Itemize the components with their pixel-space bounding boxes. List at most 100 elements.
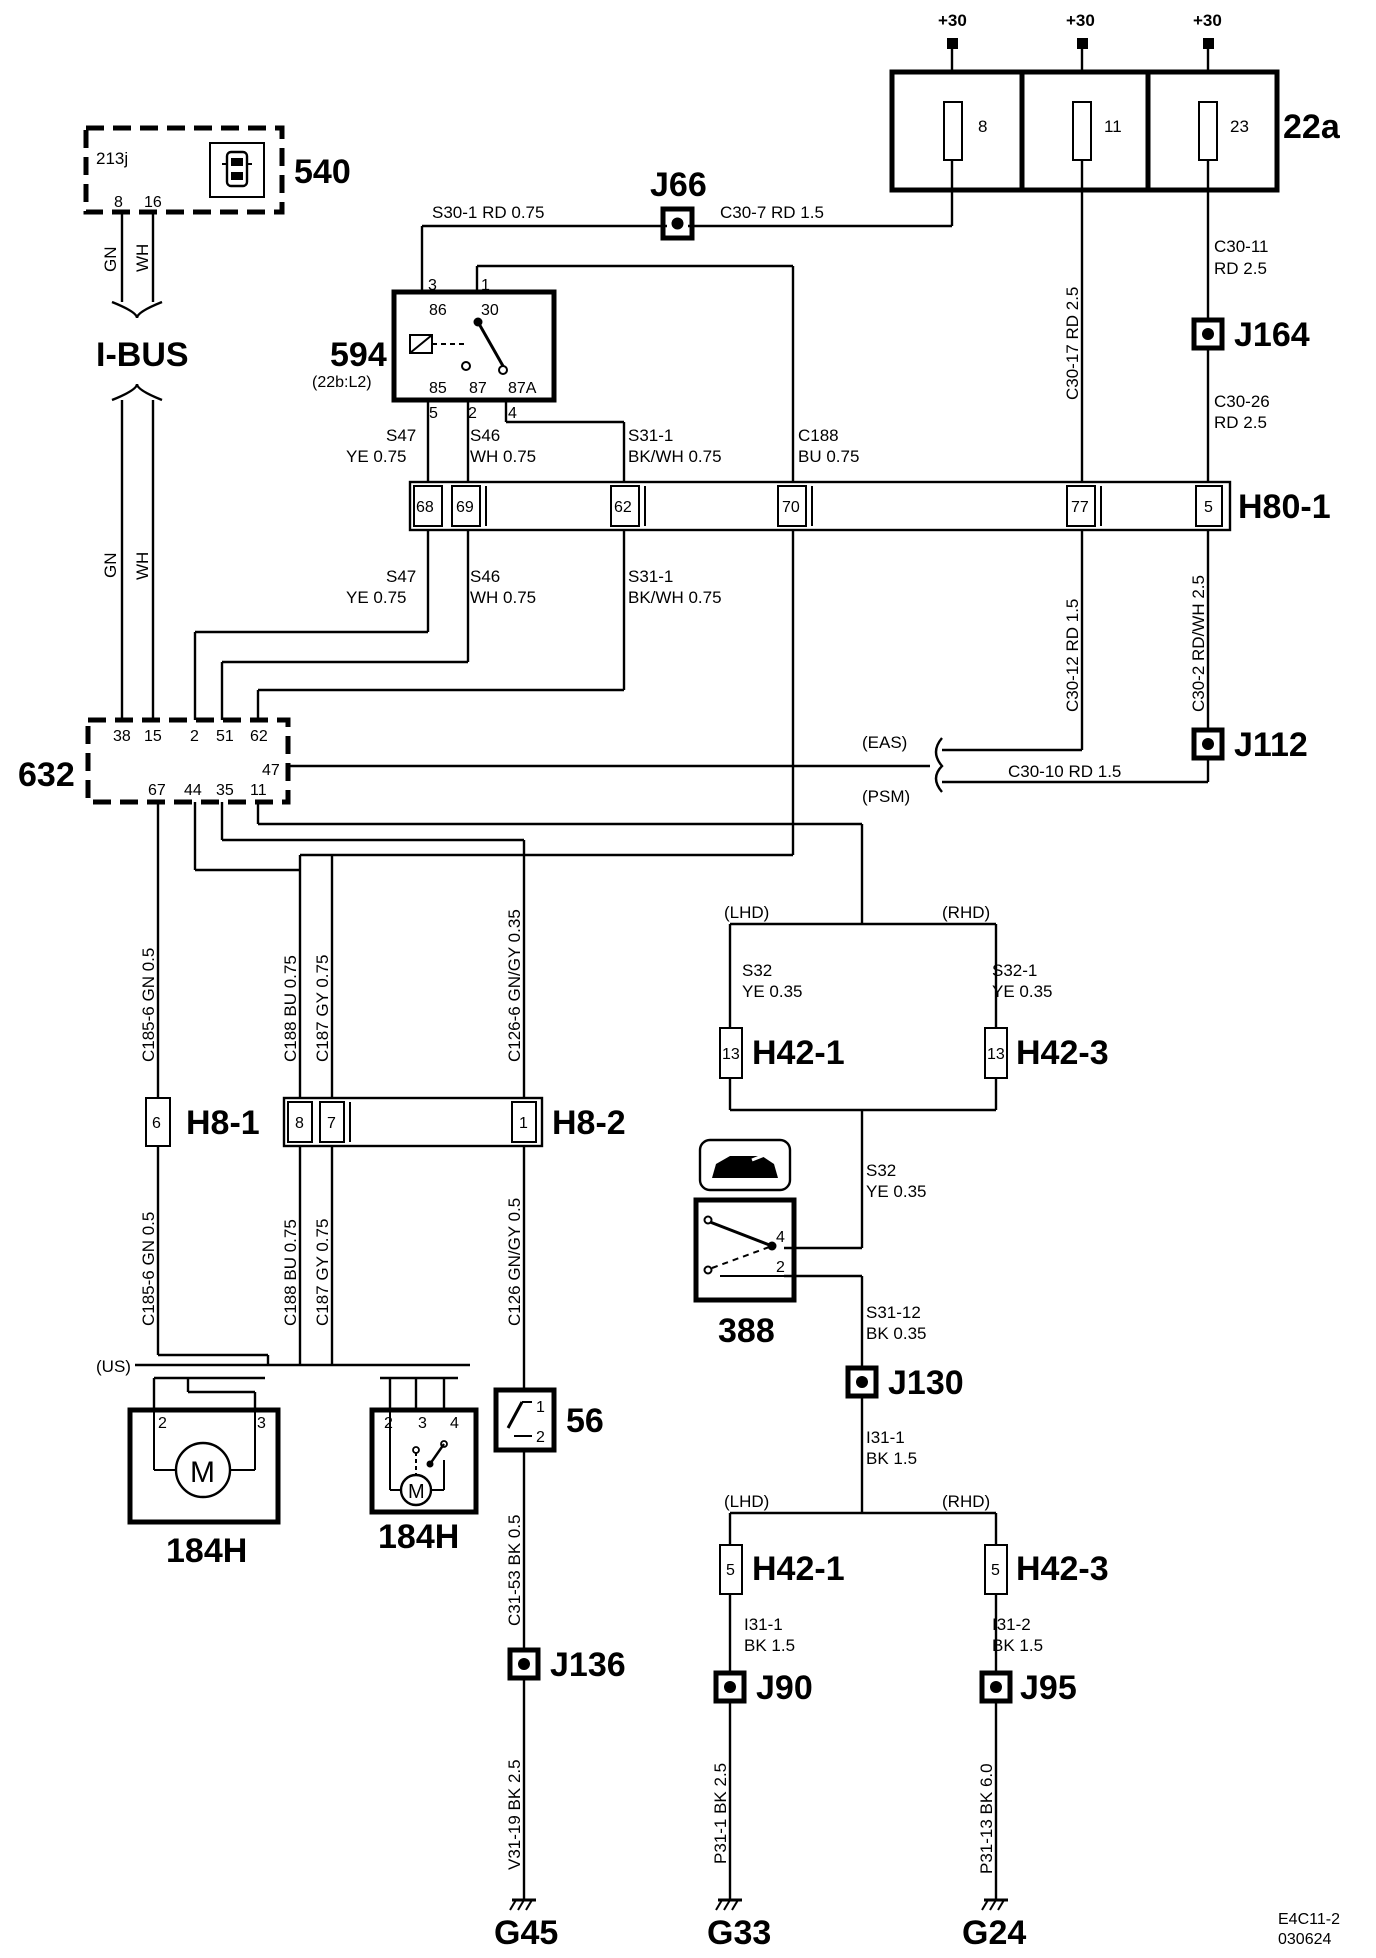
- control-module-632: [85, 717, 291, 805]
- pin-label: 3: [418, 1415, 427, 1432]
- wire-label: S47: [386, 567, 416, 586]
- wire-label: S31-12: [866, 1303, 921, 1322]
- wire-label: WH: [133, 244, 152, 272]
- pin-label: 5: [1204, 499, 1213, 516]
- wire-label: C188 BU 0.75: [281, 1219, 300, 1326]
- wire-label: S32: [742, 961, 772, 980]
- pin-label: 13: [987, 1046, 1005, 1063]
- pin-label: 4: [776, 1229, 785, 1246]
- component-label: J66: [650, 166, 707, 204]
- junction-j136: [507, 1647, 541, 1681]
- wire-label: P31-1 BK 2.5: [711, 1763, 730, 1864]
- component-label: 184H: [378, 1518, 459, 1556]
- wire-label: C126-6 GN/GY 0.35: [505, 909, 524, 1062]
- component-label: H42-3: [1016, 1034, 1109, 1072]
- pin-label: 5: [429, 405, 438, 422]
- pin-label: 13: [722, 1046, 740, 1063]
- junction-j130: [845, 1365, 879, 1399]
- connector-h42-3-upper: [984, 1027, 1008, 1079]
- ground-icon: [509, 1898, 536, 1911]
- component-label: H42-1: [752, 1034, 845, 1072]
- component-label: H42-3: [1016, 1550, 1109, 1588]
- car-body-icon: [698, 1138, 792, 1192]
- wire-label: C187 GY 0.75: [313, 955, 332, 1062]
- supply-label-b: +30: [1066, 11, 1095, 30]
- wire-label: C30-12 RD 1.5: [1063, 599, 1082, 712]
- pin-label: 67: [148, 782, 166, 799]
- connector-h8-1: [145, 1097, 171, 1147]
- wire-label: I31-1: [744, 1615, 783, 1634]
- connector-h8-2: [282, 1096, 544, 1148]
- wire-label: V31-19 BK 2.5: [505, 1759, 524, 1870]
- component-label: J136: [550, 1646, 626, 1684]
- wire-label: YE 0.75: [346, 447, 407, 466]
- component-label: J95: [1020, 1669, 1077, 1707]
- wire-label: S46: [470, 567, 500, 586]
- pin-label: 68: [416, 499, 434, 516]
- component-label: H42-1: [752, 1550, 845, 1588]
- motor-symbol-label: M: [408, 1481, 425, 1503]
- wire-label: GN: [101, 247, 120, 273]
- supply-label-a: +30: [938, 11, 967, 30]
- wire-label: YE 0.75: [346, 588, 407, 607]
- wire-label: C30-2 RD/WH 2.5: [1189, 575, 1208, 712]
- pin-label: 2: [468, 405, 477, 422]
- supply-label-c: +30: [1193, 11, 1222, 30]
- pin-label: 77: [1071, 499, 1089, 516]
- wire-label: BK 1.5: [744, 1636, 795, 1655]
- pin-label: 15: [144, 728, 162, 745]
- motor-symbol-label: M: [190, 1456, 215, 1489]
- switch-388: [693, 1197, 797, 1303]
- ground-label: G45: [494, 1914, 558, 1952]
- pin-label: 62: [250, 728, 268, 745]
- pin-label: 4: [450, 1415, 459, 1432]
- ground-icon: [981, 1898, 1008, 1911]
- wire-label: C185-6 GN 0.5: [139, 948, 158, 1062]
- junction-j164: [1191, 317, 1225, 351]
- wire-label: S31-1: [628, 426, 673, 445]
- variant-label: (EAS): [862, 733, 907, 752]
- ground-label: G24: [962, 1914, 1026, 1952]
- wire-label: I31-1: [866, 1428, 905, 1447]
- variant-label: (US): [96, 1357, 131, 1376]
- pin-label: 86: [429, 302, 447, 319]
- wire-label: WH 0.75: [470, 588, 536, 607]
- connector-h42-1-upper: [719, 1027, 743, 1079]
- wire-label: S31-1: [628, 567, 673, 586]
- pin-label: 38: [113, 728, 131, 745]
- junction-j112: [1191, 727, 1225, 761]
- switch-56: [493, 1387, 557, 1453]
- wire-label: S32-1: [992, 961, 1037, 980]
- pin-label: 7: [327, 1115, 336, 1132]
- component-label: 632: [18, 756, 75, 794]
- wire-label: GN: [101, 553, 120, 579]
- pin-label: 1: [536, 1399, 545, 1416]
- wire-label: YE 0.35: [866, 1182, 927, 1201]
- supply-terminal-icon: [1077, 38, 1088, 49]
- fuse-number: 11: [1104, 117, 1122, 136]
- component-label: 540: [294, 153, 351, 191]
- variant-label: (PSM): [862, 787, 910, 806]
- wire-label: C30-7 RD 1.5: [720, 203, 824, 222]
- pin-label: 5: [726, 1562, 735, 1579]
- pin-label: 2: [384, 1415, 393, 1432]
- pin-label: 47: [262, 762, 280, 779]
- motor-icon: [399, 1473, 433, 1507]
- component-label: 56: [566, 1402, 604, 1440]
- wire-label: RD 2.5: [1214, 259, 1267, 278]
- wire-label: C126 GN/GY 0.5: [505, 1198, 524, 1326]
- wire-label: C185-6 GN 0.5: [139, 1212, 158, 1326]
- pin-label: 2: [158, 1415, 167, 1432]
- pin-label: 30: [481, 302, 499, 319]
- junction-j90: [713, 1670, 747, 1704]
- pin-label: 87: [469, 380, 487, 397]
- component-label: 22a: [1283, 108, 1341, 146]
- variant-label: (LHD): [724, 903, 769, 922]
- ground-label: G33: [707, 1914, 771, 1952]
- pin-label: 2: [190, 728, 199, 745]
- pin-label: 1: [519, 1115, 528, 1132]
- component-sub-label: 213j: [96, 149, 128, 168]
- pin-label: 8: [295, 1115, 304, 1132]
- pin-label: 87A: [508, 380, 537, 397]
